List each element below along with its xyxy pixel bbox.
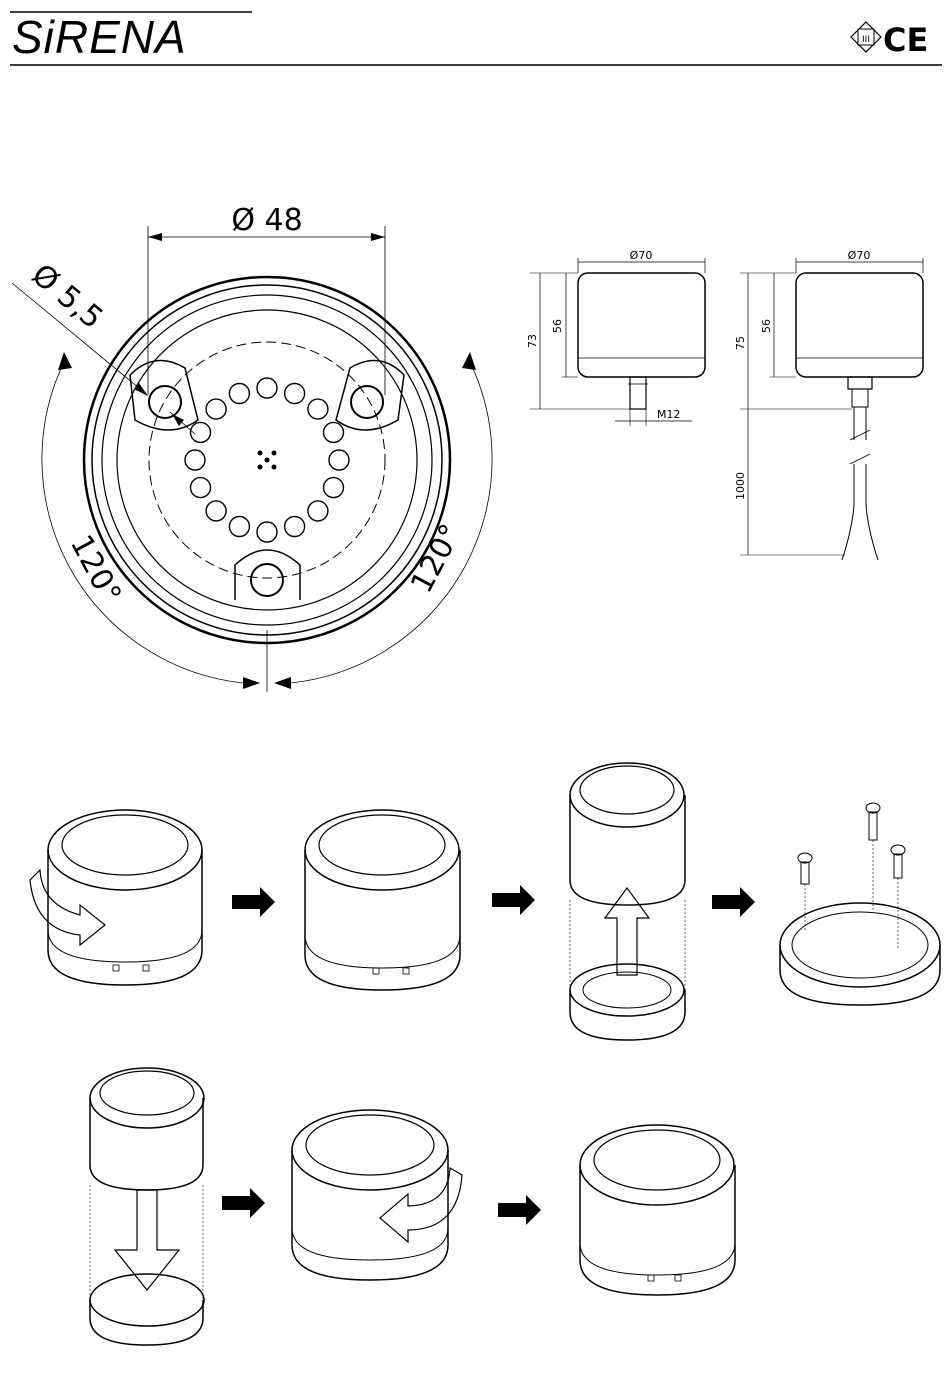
rotate-arrow-icon <box>30 870 105 945</box>
screw-icon <box>866 803 880 840</box>
sound-hole <box>206 501 226 521</box>
sound-hole <box>257 378 277 398</box>
side-view-thread: Ø70 73 56 M12 <box>520 240 710 440</box>
sound-hole <box>206 399 226 419</box>
assembly-row-2 <box>0 1060 950 1360</box>
arrow-right-icon <box>712 887 755 917</box>
sound-hole <box>185 450 205 470</box>
assembly-row-1 <box>0 760 950 1050</box>
sound-hole <box>257 522 277 542</box>
step-rotate-back <box>292 1110 462 1280</box>
mount-lug-left <box>130 360 198 430</box>
step-rotate-cover <box>30 810 202 985</box>
sound-hole <box>285 384 305 404</box>
sound-hole <box>329 450 349 470</box>
hole-diameter-label: Ø 5,5 <box>25 257 109 336</box>
mount-lug-bottom <box>235 550 300 600</box>
step-closed-unit <box>305 810 460 990</box>
sound-hole <box>191 478 211 498</box>
arrow-right-icon <box>222 1188 265 1218</box>
rotate-back-arrow-icon <box>380 1168 462 1242</box>
left-body-height-label: 56 <box>551 319 564 333</box>
center-dots <box>258 451 277 470</box>
angle-left-label: 120° <box>63 529 128 609</box>
mount-diameter-dimension: Ø 48 <box>148 203 385 395</box>
left-diameter-label: Ø70 <box>630 249 653 262</box>
base-top-view-drawing: Ø 48 Ø 5,5 120° 120° <box>0 190 520 710</box>
sound-hole <box>285 517 305 537</box>
screw-icon <box>798 853 812 884</box>
sound-hole <box>324 422 344 442</box>
arrow-right-icon <box>492 885 535 915</box>
screw-icon <box>891 845 905 878</box>
side-view-cable: Ø70 75 56 1000 <box>720 240 940 570</box>
sound-hole <box>308 399 328 419</box>
step-lower-cover <box>90 1068 204 1345</box>
sound-hole <box>229 517 249 537</box>
ce-mark: CE <box>883 21 928 59</box>
sound-hole <box>324 478 344 498</box>
brand-logo: SiRENA <box>12 12 187 62</box>
mount-lug-right <box>336 360 404 430</box>
base-body <box>84 277 450 643</box>
mount-diameter-label: Ø 48 <box>231 203 302 238</box>
sound-hole <box>308 501 328 521</box>
arrow-right-icon <box>232 887 275 917</box>
right-diameter-label: Ø70 <box>848 249 871 262</box>
step-lift-cover <box>570 763 685 1040</box>
step-assembled-unit <box>580 1125 735 1295</box>
step-screw-base <box>780 803 940 1005</box>
sound-hole <box>229 384 249 404</box>
svg-text:CE: CE <box>883 21 928 59</box>
down-arrow-icon <box>115 1190 179 1290</box>
right-total-height-label: 75 <box>734 336 747 350</box>
class-iii-diamond-icon: III <box>851 22 881 52</box>
cable-length-label: 1000 <box>734 472 747 500</box>
right-body-height-label: 56 <box>760 319 773 333</box>
arrow-right-icon <box>498 1195 541 1225</box>
thread-label: M12 <box>657 408 681 421</box>
header: CE III SiRENA <box>0 0 950 70</box>
up-arrow-icon <box>605 888 649 975</box>
left-total-height-label: 73 <box>526 334 539 348</box>
svg-text:III: III <box>862 35 870 45</box>
hole-diameter-dimension: Ø 5,5 <box>12 257 195 434</box>
